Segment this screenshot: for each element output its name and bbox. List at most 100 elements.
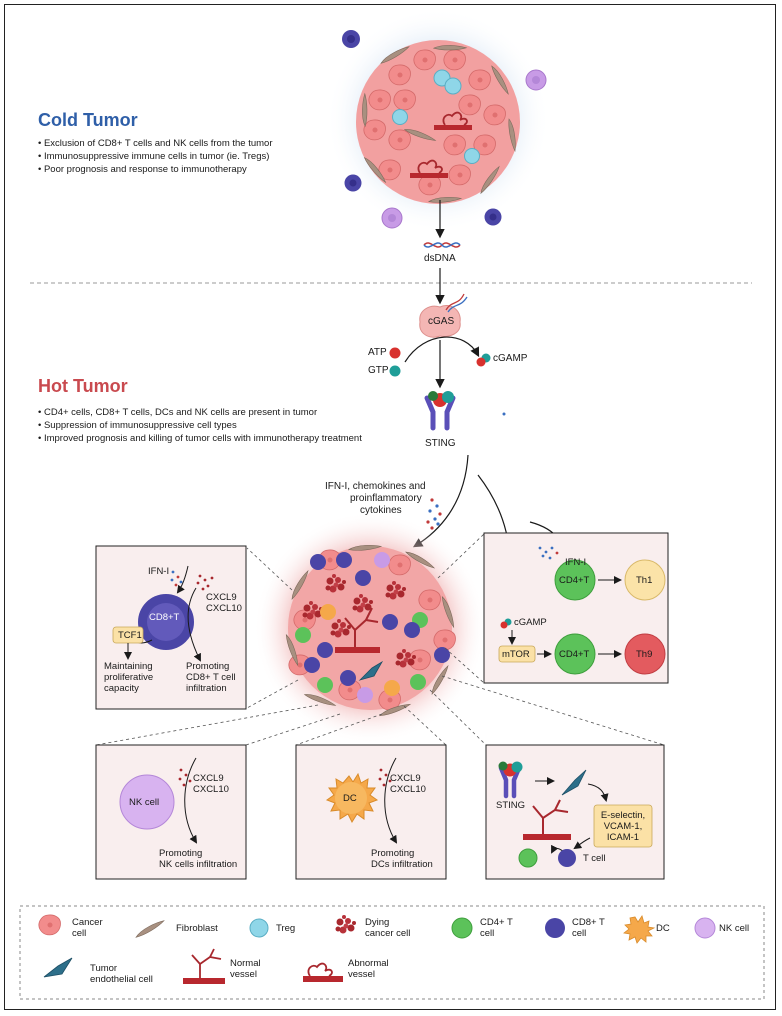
ifn-chemokines-label-line3: cytokines xyxy=(360,505,402,516)
cd8-chemokine-arrow xyxy=(187,587,201,662)
legend-nk-label: NK cell xyxy=(719,923,750,934)
endo-sting-label: STING xyxy=(496,800,526,811)
endo-sting-receptor-icon xyxy=(498,761,523,799)
cd8-right-outcome-line3: infiltration xyxy=(186,683,227,694)
cold-tumor-excluded-cells xyxy=(342,30,547,229)
legend-dying-cell-icon xyxy=(335,915,356,934)
legend-cd4-line1: CD4+ T xyxy=(480,917,513,928)
dc-cxcl10-label: CXCL10 xyxy=(390,784,426,795)
atp-molecule-icon xyxy=(389,347,401,359)
cd4-cgamp-label: cGAMP xyxy=(514,617,547,628)
gtp-molecule-icon xyxy=(389,365,401,377)
cd8-left-outcome-line3: capacity xyxy=(104,683,139,694)
legend-dying-line2: cancer cell xyxy=(365,928,411,939)
legend-box xyxy=(19,905,765,1000)
adhesion-to-vessel-arrow xyxy=(573,837,591,850)
dsdna-label: dsDNA xyxy=(424,253,456,264)
gtp-label: GTP xyxy=(368,365,389,376)
th1-label: Th1 xyxy=(636,575,653,586)
cytokine-dots-icon xyxy=(426,498,442,530)
legend-abnormal-vessel-icon xyxy=(303,962,343,982)
hot-tumor-bullets: CD4+ cells, CD8+ T cells, DCs and NK cel… xyxy=(38,406,362,445)
dc-chemokine-dots-icon xyxy=(378,768,392,787)
legend-treg-icon xyxy=(249,918,269,938)
th9-label: Th9 xyxy=(636,649,653,660)
legend-abnormal-vessel-line2: vessel xyxy=(348,969,375,980)
endo-normal-vessel xyxy=(523,799,571,840)
legend-normal-vessel-line1: Normal xyxy=(230,958,261,969)
cold-bullet: Poor prognosis and response to immunothe… xyxy=(38,163,273,176)
adhesion-molecules-box xyxy=(593,804,653,848)
endo-tcell-label: T cell xyxy=(583,853,606,864)
cgamp-synthesis-arrow xyxy=(404,336,480,363)
nk-cell-label: NK cell xyxy=(129,797,160,808)
cd4-bottom-cell-label: CD4+T xyxy=(559,649,590,660)
cd4-ifn-label: IFN-I xyxy=(565,557,587,568)
nk-cxcl10-label: CXCL10 xyxy=(193,784,229,795)
cd4-t-cell-bottom xyxy=(554,633,596,675)
mtor-label: mTOR xyxy=(502,649,530,660)
legend-fibroblast-label: Fibroblast xyxy=(176,923,218,934)
legend-cd8-line2: cell xyxy=(572,928,587,939)
hot-bullet: Improved prognosis and killing of tumor … xyxy=(38,432,362,445)
hot-tumor-normal-vessel xyxy=(335,607,380,653)
sting-receptor-icon xyxy=(424,391,456,431)
endo-cd8-t-cell xyxy=(558,849,576,867)
cgas-enzyme-icon xyxy=(419,305,461,338)
cd8-ifn-dots-icon xyxy=(170,570,183,587)
adhesion-line1: E-selectin, xyxy=(600,810,646,821)
legend-normal-vessel-line2: vessel xyxy=(230,969,257,980)
cold-bullet: Immunosuppressive immune cells in tumor … xyxy=(38,150,273,163)
nk-outcome-line2: NK cells infiltration xyxy=(159,859,238,870)
cgas-dna-icon xyxy=(445,293,468,313)
legend-dc-label: DC xyxy=(656,923,670,934)
legend-cd8-icon xyxy=(545,918,565,938)
hot-bullet: Suppression of immunosuppressive cell ty… xyxy=(38,419,362,432)
legend-dc-icon xyxy=(623,915,656,944)
legend-endothelial-line2: endothelial cell xyxy=(90,974,153,985)
legend-cd4-icon xyxy=(451,917,473,939)
legend-normal-vessel-icon xyxy=(183,948,225,984)
legend-fibroblast-icon xyxy=(133,920,167,938)
cd8-ifn-arrow xyxy=(176,565,189,594)
cd8-cxcl10-label: CXCL10 xyxy=(206,603,242,614)
cd8-cell-label: CD8+T xyxy=(149,612,180,623)
cd8-left-outcome-line1: Maintaining xyxy=(104,661,153,672)
hot-tumor-mass xyxy=(285,542,456,717)
nk-chemokine-arrow xyxy=(184,757,198,844)
dc-outcome-line1: Promoting xyxy=(371,848,415,859)
nk-cxcl9-label: CXCL9 xyxy=(193,773,224,784)
ifn-chemokines-label-line1: IFN-I, chemokines and xyxy=(325,481,426,492)
legend-endothelial-icon xyxy=(43,957,73,978)
hot-tumor-title: Hot Tumor xyxy=(38,376,128,396)
cgas-label: cGAS xyxy=(428,316,455,327)
cd8-left-outcome-line2: proliferative xyxy=(104,672,154,683)
cd8-t-cell-nucleus xyxy=(147,603,185,641)
cd4-top-cell-label: CD4+T xyxy=(559,575,590,586)
cold-tumor-title: Cold Tumor xyxy=(38,110,138,130)
stray-dot xyxy=(502,412,506,416)
atp-label: ATP xyxy=(368,347,387,358)
cd8-right-outcome-line2: CD8+ T cell xyxy=(186,672,236,683)
ifn-chemokines-label-line2: proinflammatory xyxy=(350,493,422,504)
dc-chemokine-arrow xyxy=(384,757,398,844)
cd4-ifn-dots-icon xyxy=(538,546,559,560)
legend-nk-icon xyxy=(694,917,716,939)
cd4-t-cell-top xyxy=(554,559,596,601)
adhesion-line3: ICAM-1 xyxy=(606,832,640,843)
cd4-cgamp-molecule-icon xyxy=(500,618,512,629)
legend-cd4-line2: cell xyxy=(480,928,495,939)
nk-chemokine-dots-icon xyxy=(178,768,192,787)
cold-bullet: Exclusion of CD8+ T cells and NK cells f… xyxy=(38,137,273,150)
legend-cancer-line1: Cancer xyxy=(72,917,103,928)
dc-cxcl9-label: CXCL9 xyxy=(390,773,421,784)
figure-frame xyxy=(4,4,776,1010)
cgamp-label: cGAMP xyxy=(493,353,528,364)
legend-treg-label: Treg xyxy=(276,923,296,934)
endothelial-to-adhesion-arrow xyxy=(587,783,609,802)
dc-detail-box xyxy=(295,744,447,880)
cgamp-molecule-icon xyxy=(476,353,491,367)
dsdna-helix-icon xyxy=(423,242,461,248)
th9-cell xyxy=(624,633,666,675)
